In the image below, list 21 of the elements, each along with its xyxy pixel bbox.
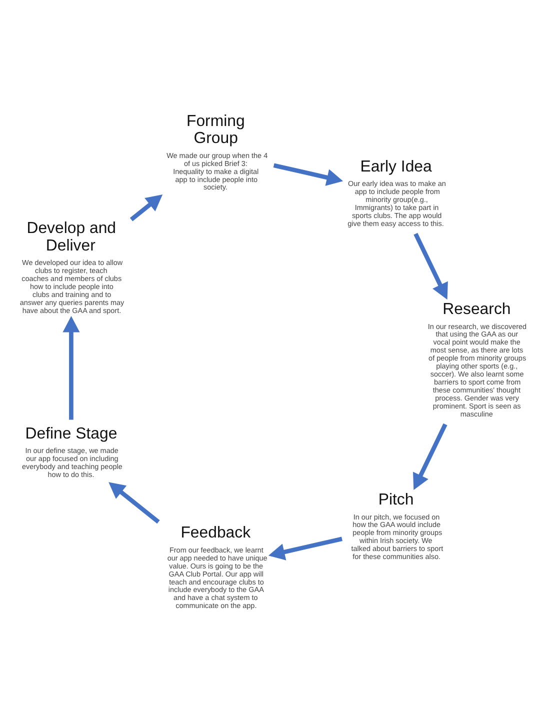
arrow <box>268 536 342 560</box>
node-text: Define Stage <box>25 425 118 442</box>
node-text: Forming Group <box>186 112 245 148</box>
arrow <box>62 316 80 420</box>
node-label: From our feedback, we learnt our app needed to have unique value. Ours is going to be the GAA Club Portal. Our app will teach and encourage clubs to include everybody to the GAA and have a chat system to communicate on the app. <box>167 545 268 610</box>
node-text: Develop and Deliver <box>26 220 116 254</box>
node-text: Feedback <box>180 524 251 542</box>
node-text: Research <box>442 301 511 318</box>
node-text: Pitch <box>378 491 414 508</box>
arrow <box>130 194 163 222</box>
node-label: We developed our idea to allow clubs to register, teach coaches and members of clubs how to include people into clubs and training and to answer any queries parents may have about the GAA and sport. <box>20 258 124 315</box>
arrow <box>273 163 344 186</box>
node-label: Our early idea was to make an app to include people from minority group(e.g., Immigrants) to take part in sports clubs. The app would give them easy access to this. <box>348 179 446 228</box>
arrow <box>414 232 448 300</box>
node-label: In our research, we discovered that using the GAA as our vocal point would make the most sense, as there are lots of people from minority groups playing other sports (e.g., soccer). We also learnt some barriers to sport come from these communities' thought process. Gender was very prominent. Sport is seen as masculine <box>428 322 527 418</box>
arrow <box>108 482 160 524</box>
arrow <box>413 423 448 490</box>
node-label: In our define stage, we made our app focused on including everybody and teaching people how to do this. <box>22 446 122 479</box>
node-text: Early Idea <box>360 158 432 176</box>
node-label: We made our group when the 4 of us picked Brief 3: Inequality to make a digital app to include people into society. <box>166 150 268 192</box>
node-label: In our pitch, we focused on how the GAA would include people from minority groups within Irish society. We talked about barriers to sport for these communities also. <box>351 512 444 562</box>
